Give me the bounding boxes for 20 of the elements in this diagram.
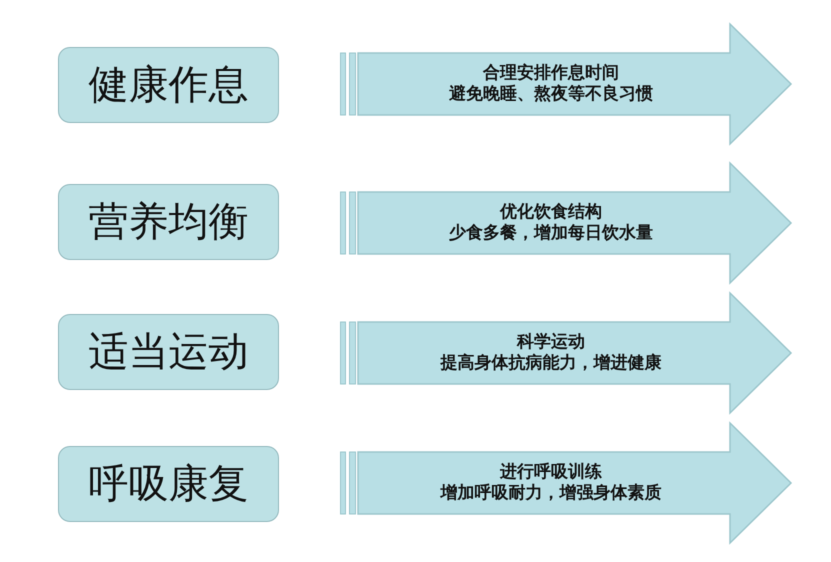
- topic-box: [58, 184, 279, 260]
- striped-arrow: [340, 292, 792, 414]
- arrow-label: 优化饮食结构: [500, 202, 602, 223]
- topic-box: [58, 314, 279, 390]
- topic-label: 呼吸康复: [88, 462, 248, 506]
- topic-label: 适当运动: [88, 330, 248, 374]
- arrow-label: 科学运动: [517, 332, 585, 353]
- striped-arrow: [340, 422, 792, 544]
- arrow-label: 少食多餐，增加每日饮水量: [449, 223, 653, 244]
- topic-label: 健康作息: [88, 63, 248, 107]
- arrow-label: 增加呼吸耐力，增强身体素质: [440, 483, 662, 504]
- topic-box: [58, 47, 279, 123]
- topic-label: 营养均衡: [88, 200, 248, 244]
- arrow-label: 提高身体抗病能力，增进健康: [440, 353, 662, 374]
- striped-arrow: [340, 23, 792, 145]
- topic-box: [58, 446, 279, 522]
- arrow-label: 合理安排作息时间: [483, 63, 619, 84]
- striped-arrow: [340, 162, 792, 284]
- arrow-label: 进行呼吸训练: [500, 462, 602, 483]
- arrow-label: 避免晚睡、熬夜等不良习惯: [449, 84, 653, 105]
